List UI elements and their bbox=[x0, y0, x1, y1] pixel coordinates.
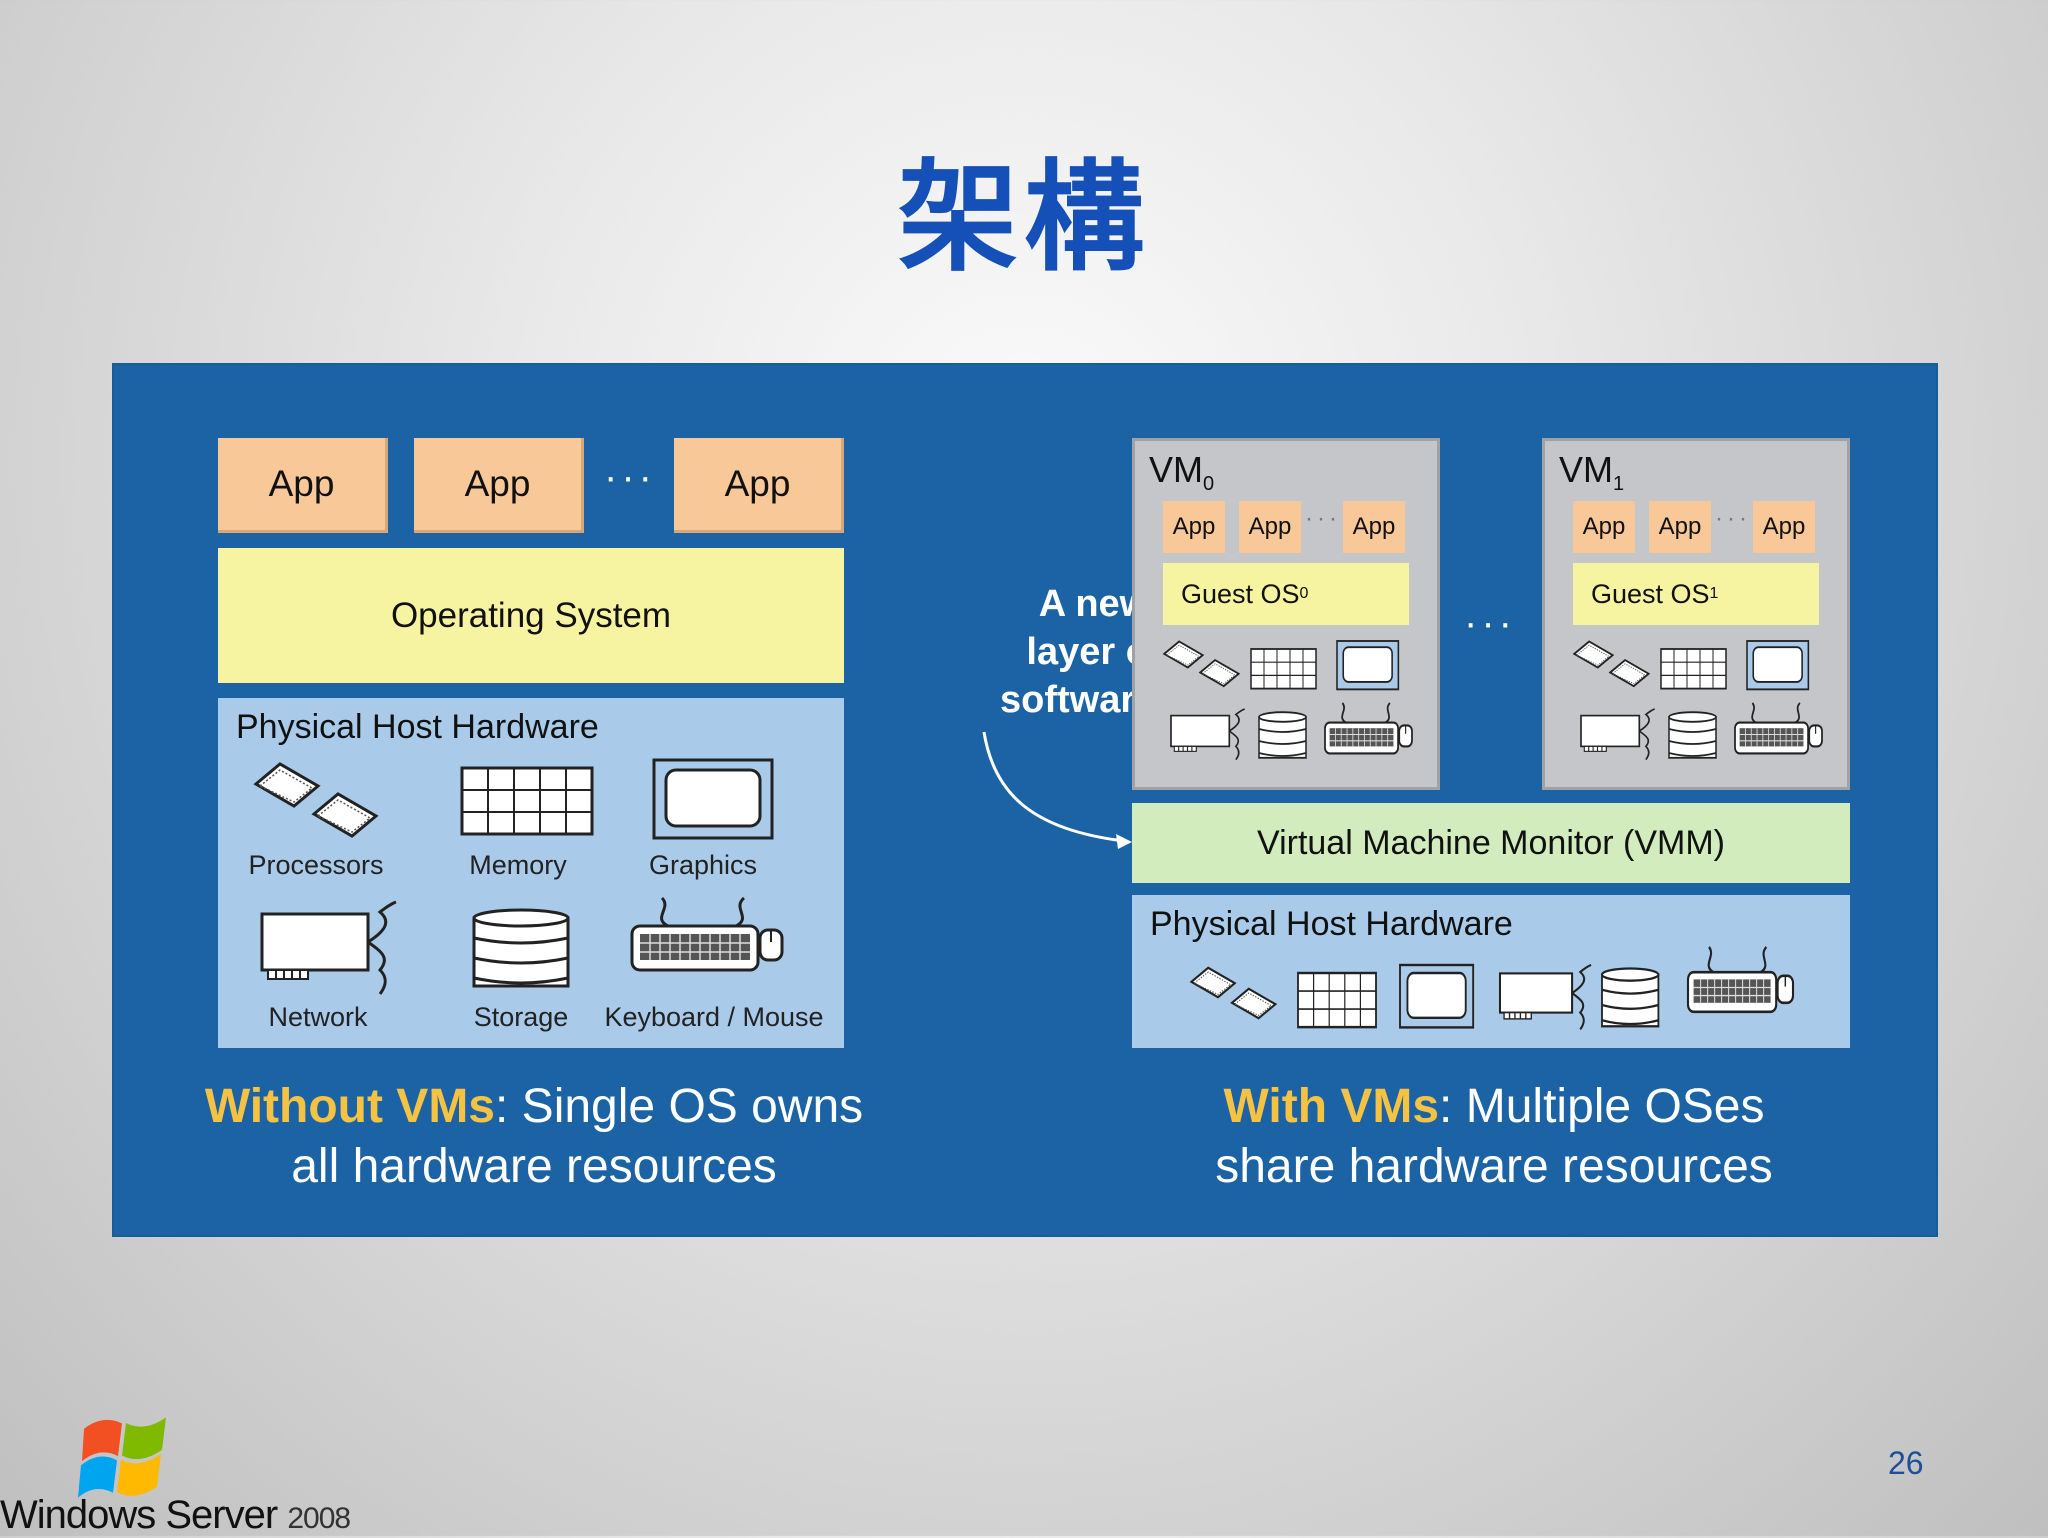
logo-year: 2008 bbox=[287, 1502, 351, 1535]
left-physical-host-hardware: Physical Host Hardware Processors Memory… bbox=[218, 698, 844, 1048]
vm1-memory-icon bbox=[1660, 648, 1727, 690]
left-caption-line2: all hardware resources bbox=[291, 1140, 777, 1193]
vm0-keyboard-mouse-icon bbox=[1323, 701, 1414, 755]
windows-server-logo: Windows Server 2008 bbox=[0, 1493, 351, 1538]
vm0-title: VM0 bbox=[1149, 449, 1215, 496]
right-memory-icon bbox=[1296, 971, 1378, 1029]
vm0-network-icon bbox=[1170, 708, 1246, 761]
vm1-network-icon bbox=[1580, 708, 1656, 761]
vm0-memory-icon bbox=[1250, 648, 1317, 690]
vm1-storage-icon bbox=[1668, 711, 1717, 759]
vm1-title: VM1 bbox=[1559, 449, 1625, 496]
architecture-diagram-panel: App App ··· App Operating System Physica… bbox=[114, 365, 1936, 1235]
vmm-box: Virtual Machine Monitor (VMM) bbox=[1132, 803, 1850, 883]
vm1-app-2: App bbox=[1649, 501, 1711, 553]
right-hw-title: Physical Host Hardware bbox=[1150, 905, 1513, 943]
vm0-app-2: App bbox=[1239, 501, 1301, 553]
vm1-apps-ellipsis: ··· bbox=[1715, 505, 1751, 532]
right-caption: With VMs: Multiple OSes share hardware r… bbox=[1074, 1077, 1914, 1197]
left-app-box-2: App bbox=[414, 438, 584, 533]
logo-word: Windows Server bbox=[0, 1493, 278, 1537]
memory-label: Memory bbox=[469, 850, 567, 880]
left-hw-title: Physical Host Hardware bbox=[236, 708, 599, 746]
right-keyboard-mouse-icon bbox=[1686, 945, 1795, 1014]
vm1-keyboard-mouse-icon bbox=[1733, 701, 1824, 755]
vm1-app-3: App bbox=[1753, 501, 1815, 553]
processors-label: Processors bbox=[248, 850, 384, 880]
network-label: Network bbox=[268, 1002, 368, 1032]
vm0-processors-icon bbox=[1163, 640, 1240, 688]
windows-flag-icon bbox=[78, 1417, 166, 1498]
annotation-line-1: A new bbox=[1038, 583, 1150, 625]
left-app-box-3: App bbox=[674, 438, 844, 533]
right-graphics-icon bbox=[1398, 963, 1475, 1029]
left-caption-line1: : Single OS owns bbox=[495, 1080, 864, 1133]
right-caption-line2: share hardware resources bbox=[1215, 1140, 1773, 1193]
vm1-processors-icon bbox=[1573, 640, 1650, 688]
right-physical-host-hardware: Physical Host Hardware bbox=[1132, 895, 1850, 1048]
right-caption-line1: : Multiple OSes bbox=[1439, 1080, 1765, 1133]
left-caption: Without VMs: Single OS owns all hardware… bbox=[144, 1077, 924, 1197]
right-storage-icon bbox=[1600, 967, 1660, 1028]
vm0-graphics-icon bbox=[1336, 640, 1400, 691]
page-number: 26 bbox=[1888, 1445, 1924, 1481]
right-network-icon bbox=[1498, 963, 1593, 1031]
vm1-graphics-icon bbox=[1746, 640, 1810, 691]
graphics-label: Graphics bbox=[648, 850, 758, 880]
vm1-app-1: App bbox=[1573, 501, 1635, 553]
operating-system-box: Operating System bbox=[218, 548, 844, 683]
vm0-app-1: App bbox=[1163, 501, 1225, 553]
slide-title: 架構 bbox=[898, 149, 1150, 288]
vm0-apps-ellipsis: ··· bbox=[1305, 505, 1341, 532]
vm-ellipsis: ··· bbox=[1464, 601, 1516, 645]
right-caption-highlight: With VMs bbox=[1223, 1080, 1440, 1133]
keyboard-mouse-label: Keyboard / Mouse bbox=[604, 1002, 824, 1032]
vm0-app-3: App bbox=[1343, 501, 1405, 553]
storage-label: Storage bbox=[473, 1002, 569, 1032]
left-apps-ellipsis: ··· bbox=[604, 455, 656, 499]
left-app-box-1: App bbox=[218, 438, 388, 533]
annotation-arrow bbox=[982, 731, 1132, 849]
vm0-storage-icon bbox=[1258, 711, 1307, 759]
right-processors-icon bbox=[1190, 966, 1277, 1020]
left-caption-highlight: Without VMs bbox=[204, 1080, 495, 1133]
